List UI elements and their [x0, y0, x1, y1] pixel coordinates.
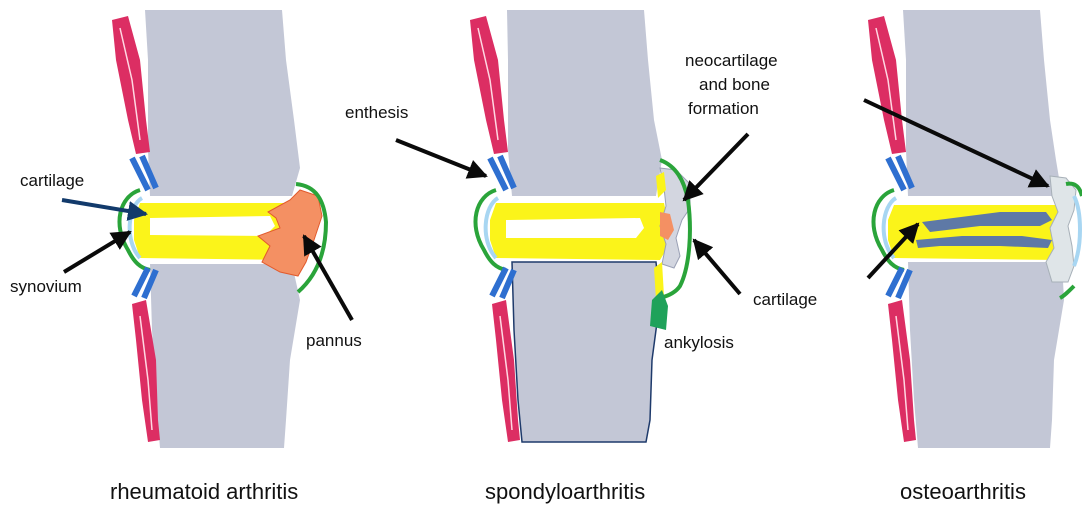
panel-rheumatoid-arthritis: cartilage synovium pannus rheumatoid art…: [10, 10, 362, 504]
ligament-upper: [868, 16, 906, 154]
arrow-neocartilage: [684, 134, 748, 200]
label-pannus: pannus: [306, 331, 362, 350]
upper-bone: [507, 10, 662, 196]
pannus-tissue: [258, 190, 322, 276]
lower-bone: [908, 262, 1064, 448]
label-neocartilage-line2: and bone: [699, 75, 770, 94]
label-neocartilage-line1: neocartilage: [685, 51, 778, 70]
lower-bone: [512, 262, 660, 442]
label-synovium: synovium: [10, 277, 82, 296]
label-cartilage: cartilage: [753, 290, 817, 309]
joint-space: [150, 216, 275, 236]
upper-bone: [903, 10, 1062, 196]
ligament-upper: [470, 16, 508, 154]
label-ankylosis: ankylosis: [664, 333, 734, 352]
lower-bone: [150, 264, 300, 448]
caption-osteoarthritis: osteoarthritis: [900, 479, 1026, 504]
arrow-enthesis: [396, 140, 486, 176]
caption-spondyloarthritis: spondyloarthritis: [485, 479, 645, 504]
label-enthesis: enthesis: [345, 103, 408, 122]
ligament-upper: [112, 16, 150, 154]
joint-space: [506, 218, 644, 238]
label-neocartilage-line3: formation: [688, 99, 759, 118]
arrow-synovium: [64, 232, 130, 272]
label-cartilage: cartilage: [20, 171, 84, 190]
arrow-cartilage: [694, 240, 740, 294]
upper-bone: [145, 10, 300, 196]
ligament-lower-blue: [888, 268, 910, 298]
caption-rheumatoid-arthritis: rheumatoid arthritis: [110, 479, 298, 504]
panel-osteoarthritis: osteoarthritis: [864, 10, 1082, 504]
ligament-lower-blue: [492, 268, 514, 298]
panel-spondyloarthritis: enthesis neocartilage and bone formation…: [345, 10, 817, 504]
